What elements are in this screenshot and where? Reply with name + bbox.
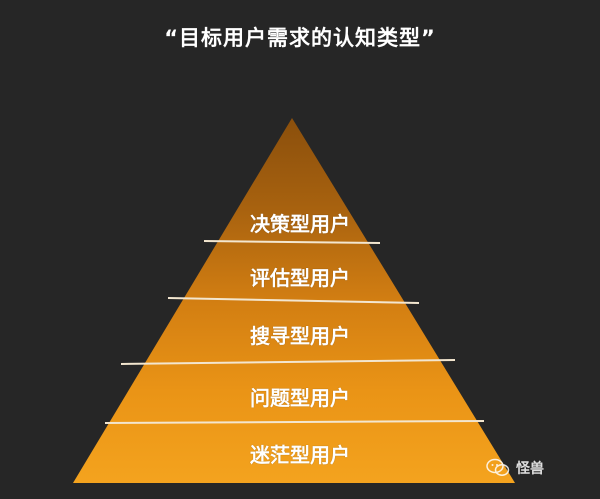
layer-label-evaluation: 评估型用户 <box>250 266 350 290</box>
wechat-icon <box>486 458 510 476</box>
layer-divider <box>120 359 456 365</box>
layer-label-confused: 迷茫型用户 <box>250 443 350 467</box>
watermark-text: 怪兽 <box>516 461 544 477</box>
layer-label-search: 搜寻型用户 <box>250 324 350 348</box>
layer-label-problem: 问题型用户 <box>250 386 350 410</box>
slide-title: “目标用户需求的认知类型” <box>164 26 436 50</box>
layer-divider <box>167 297 420 304</box>
watermark: 怪兽 <box>486 458 544 478</box>
layer-divider <box>104 420 485 424</box>
layer-divider <box>203 240 381 244</box>
layer-label-decision: 决策型用户 <box>250 212 350 236</box>
